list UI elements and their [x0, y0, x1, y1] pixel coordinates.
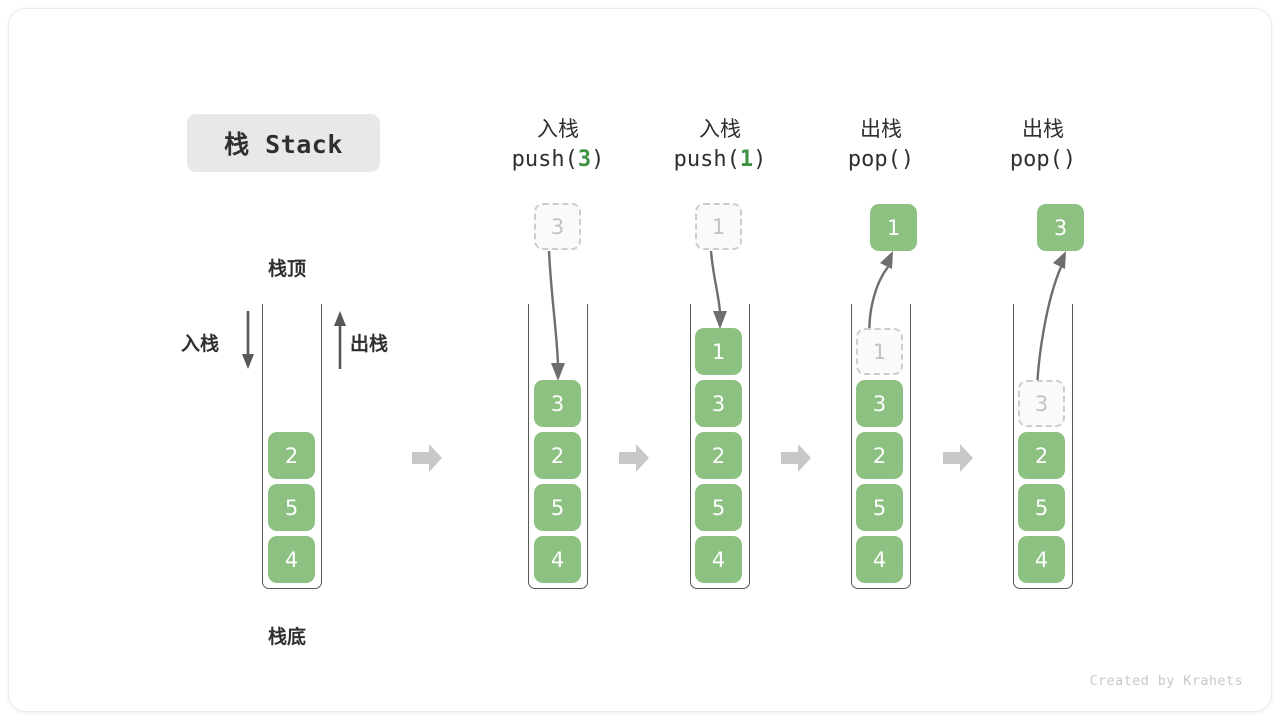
stack-cell: 3 — [695, 380, 742, 427]
stack-container-pop-1 — [851, 304, 911, 589]
step-separator-arrow-icon — [943, 444, 973, 472]
stack-cell-ghost: 1 — [856, 328, 903, 375]
stack-top-label: 栈顶 — [268, 258, 307, 280]
credit-text: Created by Krahets — [1089, 673, 1243, 689]
code-arg: 1 — [739, 147, 754, 172]
stack-cell: 2 — [856, 432, 903, 479]
stack-container-push-3 — [528, 304, 588, 589]
diagram-title-text: 栈 Stack — [224, 130, 343, 159]
floating-cell: 3 — [1037, 204, 1084, 251]
code-suffix: ) — [900, 147, 915, 172]
stack-container-push-1 — [690, 304, 750, 589]
stack-cell: 4 — [534, 536, 581, 583]
code-prefix: pop( — [1009, 147, 1063, 172]
stack-cell: 2 — [268, 432, 315, 479]
step-header-push-3: 入栈 push(3) — [468, 114, 648, 176]
code-prefix: pop( — [847, 147, 901, 172]
pop-direction-arrow-icon — [334, 311, 346, 369]
stack-cell: 4 — [856, 536, 903, 583]
step-separator-arrow-icon — [412, 444, 442, 472]
step-header-code: pop() — [953, 144, 1133, 176]
step-header-cn: 入栈 — [537, 117, 579, 141]
stack-cell: 5 — [268, 484, 315, 531]
stack-cell: 3 — [534, 380, 581, 427]
step-header-cn: 出栈 — [860, 117, 902, 141]
step-separator-arrow-icon — [781, 444, 811, 472]
step-header-push-1: 入栈 push(1) — [630, 114, 810, 176]
stack-cell: 2 — [1018, 432, 1065, 479]
step-header-code: pop() — [791, 144, 971, 176]
step-separator-arrow-icon — [619, 444, 649, 472]
push-connector-arrow-icon — [709, 250, 727, 329]
stack-cell: 5 — [534, 484, 581, 531]
stack-cell: 2 — [534, 432, 581, 479]
code-suffix: ) — [591, 147, 605, 172]
step-header-code: push(1) — [630, 144, 810, 176]
floating-cell: 3 — [534, 203, 581, 250]
stack-cell: 3 — [856, 380, 903, 427]
step-header-cn: 出栈 — [1022, 117, 1064, 141]
push-connector-arrow-icon — [547, 250, 565, 381]
step-header-code: push(3) — [468, 144, 648, 176]
stack-cell: 5 — [695, 484, 742, 531]
step-header-cn: 入栈 — [699, 117, 741, 141]
stack-cell: 2 — [695, 432, 742, 479]
diagram-canvas: 栈 Stack 栈顶 栈底 入栈 出栈 2 5 4 入栈 push(3) 3 3… — [8, 8, 1272, 712]
code-prefix: push( — [511, 147, 578, 172]
stack-container-pop-3 — [1013, 304, 1073, 589]
diagram-title-chip: 栈 Stack — [187, 114, 380, 172]
push-direction-arrow-icon — [242, 311, 254, 369]
stack-bottom-label: 栈底 — [268, 626, 307, 648]
stack-container-initial — [262, 304, 322, 589]
stack-cell: 4 — [268, 536, 315, 583]
step-header-pop-3: 出栈 pop() — [953, 114, 1133, 176]
stack-cell-ghost: 3 — [1018, 380, 1065, 427]
code-arg: 3 — [577, 147, 592, 172]
code-prefix: push( — [673, 147, 740, 172]
stack-cell: 1 — [695, 328, 742, 375]
stack-cell: 4 — [1018, 536, 1065, 583]
floating-cell: 1 — [695, 203, 742, 250]
code-suffix: ) — [753, 147, 767, 172]
pop-side-label: 出栈 — [350, 333, 389, 355]
code-suffix: ) — [1062, 147, 1077, 172]
stack-cell: 4 — [695, 536, 742, 583]
push-side-label: 入栈 — [181, 333, 220, 355]
stack-cell: 5 — [856, 484, 903, 531]
stack-cell: 5 — [1018, 484, 1065, 531]
step-header-pop-1: 出栈 pop() — [791, 114, 971, 176]
floating-cell: 1 — [870, 204, 917, 251]
